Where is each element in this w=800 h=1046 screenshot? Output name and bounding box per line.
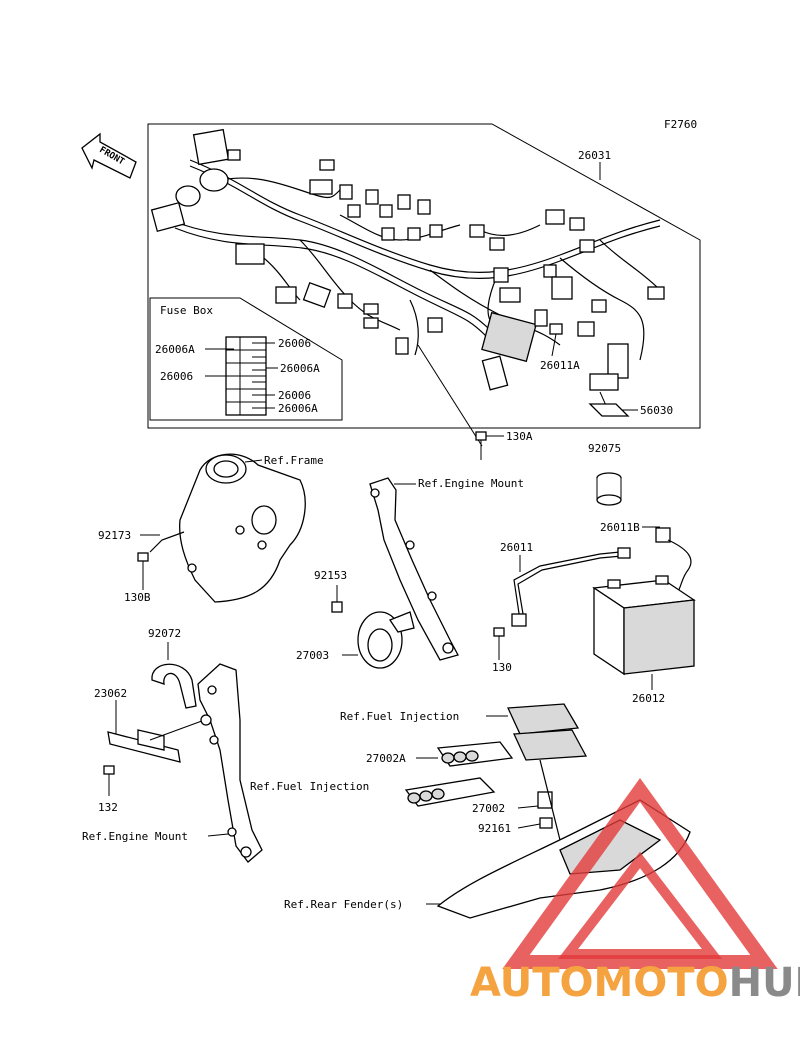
watermark: AUTOMOTOHUB bbox=[470, 778, 800, 1006]
label-26006-mid: 26006 bbox=[278, 389, 311, 402]
fuse-box-title: Fuse Box bbox=[160, 304, 213, 317]
frame-part bbox=[179, 453, 306, 603]
label-26006a-right: 26006A bbox=[280, 362, 320, 375]
cover-92161 bbox=[539, 817, 553, 829]
label-130b: 130B bbox=[124, 591, 151, 604]
ref-frame-label: Ref.Frame bbox=[264, 454, 324, 467]
label-26006-left: 26006 bbox=[160, 370, 193, 383]
fuel-injection-bracket bbox=[507, 703, 588, 761]
ref-fuel-injection-1-label: Ref.Fuel Injection bbox=[340, 710, 459, 723]
cable-26011 bbox=[513, 551, 621, 621]
sleeve-92075 bbox=[596, 472, 622, 506]
label-23062: 23062 bbox=[94, 687, 127, 700]
bolt-130 bbox=[493, 627, 505, 637]
label-26012: 26012 bbox=[632, 692, 665, 705]
watermark-hub: HUB bbox=[729, 960, 800, 1006]
label-26006a-bottom: 26006A bbox=[278, 402, 318, 415]
bolt-130b bbox=[137, 552, 149, 562]
watermark-text: AUTOMOTOHUB bbox=[470, 960, 800, 1006]
label-26011: 26011 bbox=[500, 541, 533, 554]
horn-27003 bbox=[357, 611, 415, 669]
label-26006-top: 26006 bbox=[278, 337, 311, 350]
engine-mount-bottom-part bbox=[197, 663, 263, 863]
watermark-triangle bbox=[502, 778, 778, 969]
bolt-132 bbox=[103, 765, 115, 775]
harness-box-outline bbox=[147, 123, 701, 429]
bolt-130a bbox=[475, 431, 504, 460]
front-arrow-icon: FRONT bbox=[81, 132, 137, 179]
watermark-automoto: AUTOMOTO bbox=[470, 960, 729, 1006]
label-56030: 56030 bbox=[640, 404, 673, 417]
fuel-injection-ecu bbox=[404, 777, 496, 807]
harness-connectors bbox=[150, 128, 665, 391]
label-26006a-left: 26006A bbox=[155, 343, 195, 356]
label-92153: 92153 bbox=[314, 569, 347, 582]
band-92072 bbox=[151, 663, 197, 709]
leader-engine-mount-bottom bbox=[207, 833, 229, 837]
label-26031: 26031 bbox=[578, 149, 611, 162]
leader-92161 bbox=[517, 823, 541, 829]
insulator-56030 bbox=[588, 403, 630, 417]
label-130a: 130A bbox=[506, 430, 533, 443]
label-27003: 27003 bbox=[296, 649, 329, 662]
label-26011b: 26011B bbox=[600, 521, 640, 534]
ref-engine-mount-top-label: Ref.Engine Mount bbox=[418, 477, 524, 490]
ref-rear-fender-label: Ref.Rear Fender(s) bbox=[284, 898, 403, 911]
label-27002a: 27002A bbox=[366, 752, 406, 765]
engine-mount-top-part bbox=[369, 477, 459, 661]
label-130: 130 bbox=[492, 661, 512, 674]
label-92161: 92161 bbox=[478, 822, 511, 835]
ref-engine-mount-bottom-label: Ref.Engine Mount bbox=[82, 830, 188, 843]
label-26011a: 26011A bbox=[540, 359, 580, 372]
leader-27002 bbox=[517, 805, 539, 809]
label-132: 132 bbox=[98, 801, 118, 814]
figure-code: F2760 bbox=[664, 118, 697, 131]
battery-26012 bbox=[592, 575, 696, 676]
relay-box-27002a bbox=[436, 741, 514, 767]
clamp-92173 bbox=[149, 531, 185, 553]
ref-fuel-injection-2-label: Ref.Fuel Injection bbox=[250, 780, 369, 793]
label-92072: 92072 bbox=[148, 627, 181, 640]
label-92173: 92173 bbox=[98, 529, 131, 542]
label-27002: 27002 bbox=[472, 802, 505, 815]
label-92075: 92075 bbox=[588, 442, 621, 455]
fuse-box-inset: Fuse Box bbox=[149, 297, 343, 421]
nut-92153 bbox=[331, 601, 343, 613]
